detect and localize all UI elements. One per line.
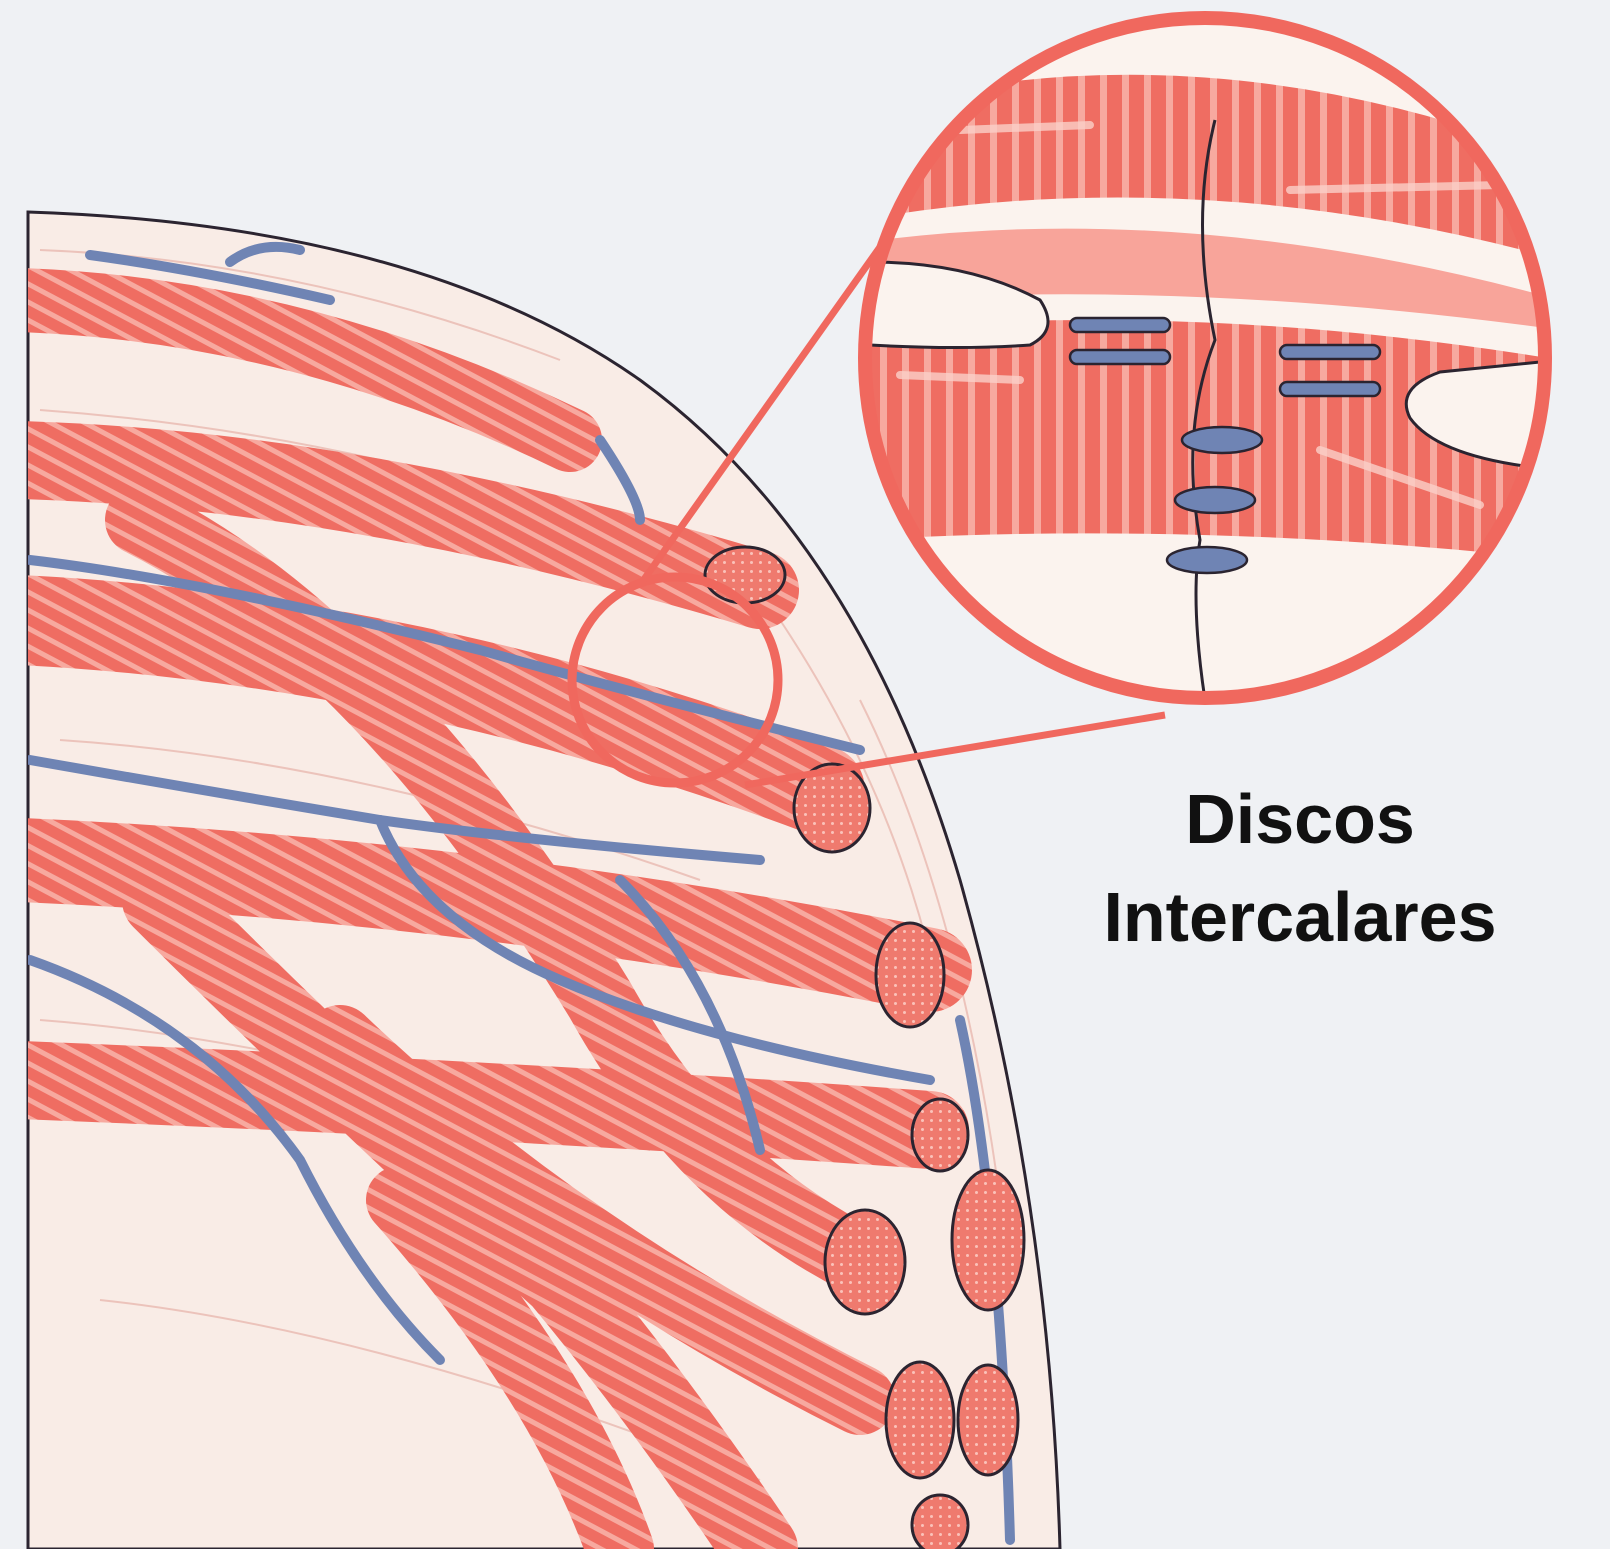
label-line-2: Intercalares [1010,868,1590,966]
label-line-1: Discos [1010,770,1590,868]
diagram-label: Discos Intercalares [1010,770,1590,966]
zoom-detail [860,18,1560,700]
